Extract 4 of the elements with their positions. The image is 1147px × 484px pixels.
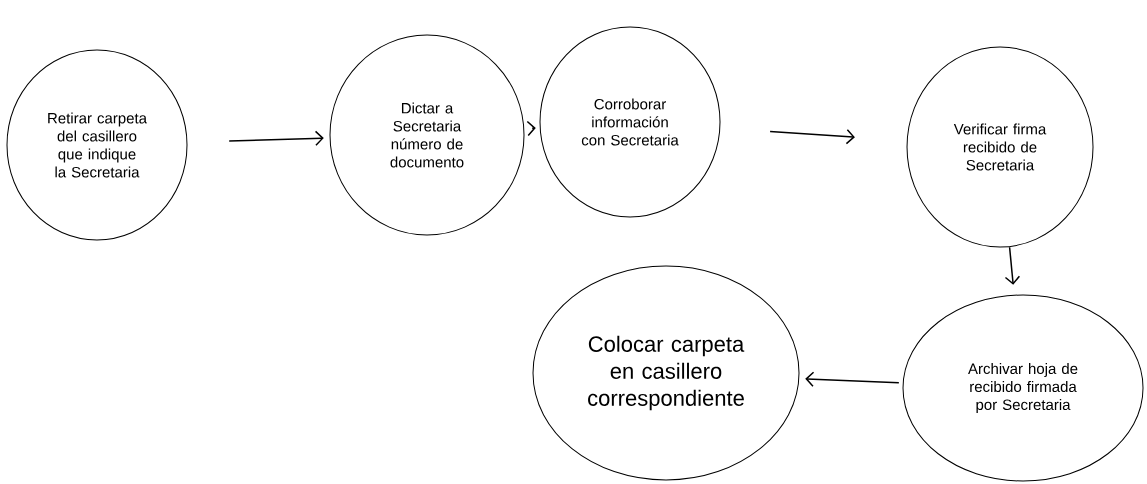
arrow [805,371,900,387]
arrow [769,128,855,145]
arrow [1004,246,1021,285]
arrow [228,130,324,147]
